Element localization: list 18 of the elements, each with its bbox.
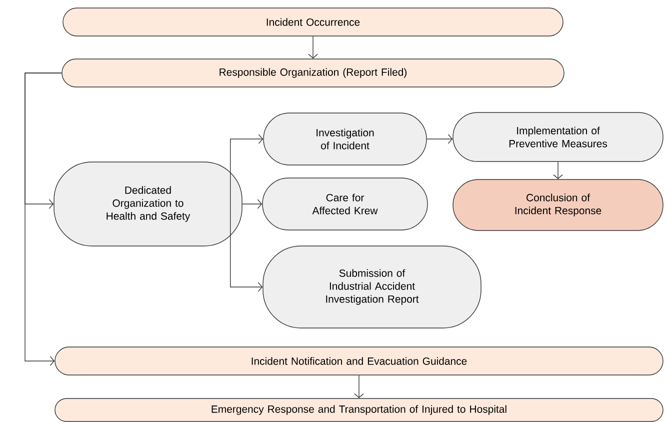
process-bar: Responsible Organization (Report Filed) — [62, 58, 564, 88]
arrow — [242, 199, 262, 209]
arrow — [308, 36, 318, 59]
process-box: Care for Affected Krew — [262, 178, 428, 230]
arrow — [24, 72, 62, 366]
arrow — [230, 204, 263, 292]
process-box: Conclusion of Incident Response — [452, 179, 664, 231]
process-box: Submission of Industrial Accident Investigation Report — [262, 246, 482, 328]
process-bar: Incident Occurrence — [62, 8, 564, 36]
process-bar: Incident Notification and Evacuation Guidance — [54, 346, 664, 376]
arrow — [230, 134, 264, 204]
process-box: Investigation of Incident — [263, 112, 427, 166]
process-box: Dedicated Organization to Health and Safety — [54, 162, 242, 246]
arrow — [354, 375, 364, 398]
process-bar: Emergency Response and Transportation of Injured to Hospital — [54, 398, 664, 422]
arrow — [553, 162, 563, 180]
arrow — [426, 134, 453, 144]
process-box: Implementation of Preventive Measures — [452, 112, 664, 162]
